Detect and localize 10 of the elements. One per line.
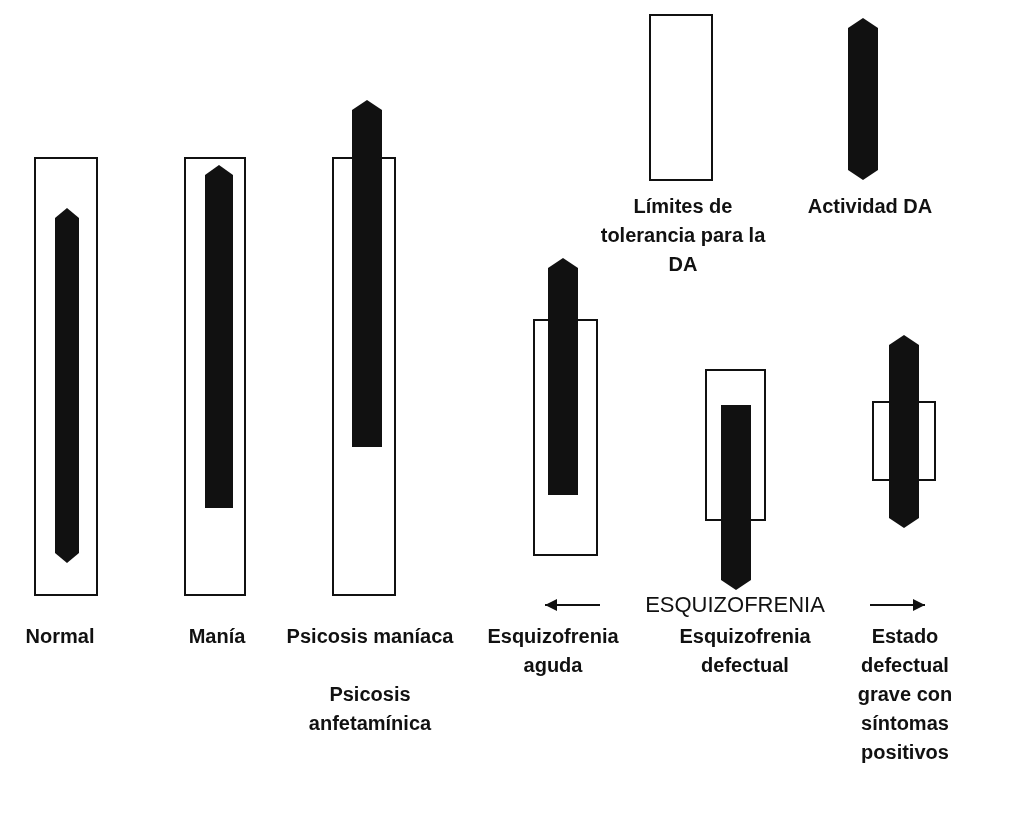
condition-label: Psicosis maníaca [285,624,455,649]
legend-label: Límites de tolerancia para la DA [599,194,767,277]
legend-label: Actividad DA [806,194,934,219]
condition-label: Esquizofrenia defectual [678,624,812,678]
condition-label: Psicosis anfetamínica [307,682,433,736]
condition-label: Manía [187,624,247,649]
condition-label: Esquizofrenia aguda [486,624,620,678]
condition-label: Normal [24,624,96,649]
group-label: ESQUIZOFRENIA [644,592,826,618]
condition-label: Estado defectual grave con síntomas positivos [856,624,954,765]
